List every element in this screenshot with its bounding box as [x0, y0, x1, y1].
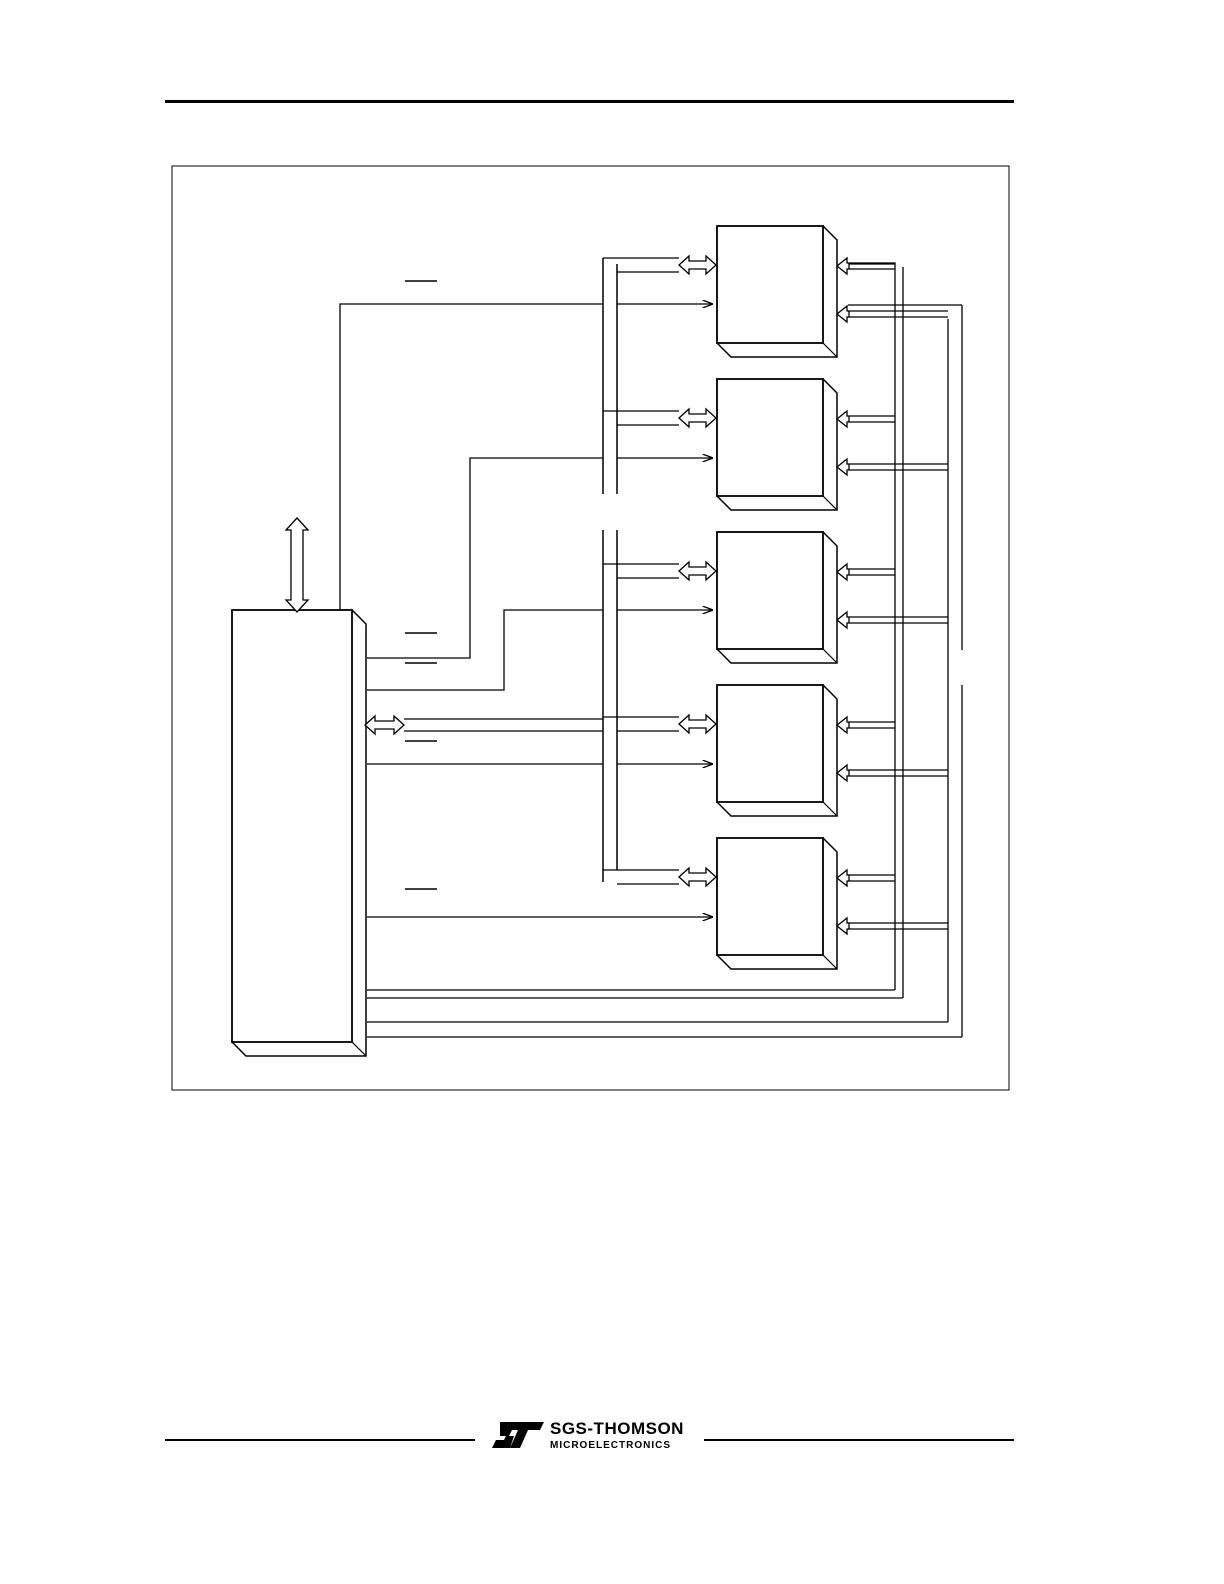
memory-block-2-face [716, 378, 824, 497]
bus-arrow-3 [678, 560, 717, 582]
bus-arrow-1 [678, 254, 717, 276]
return-lines [367, 262, 963, 1038]
data-bus-lines [364, 254, 717, 888]
bus-arrow-5 [678, 866, 717, 888]
memory-block-4-face [716, 684, 824, 803]
memory-block-1-face [716, 225, 824, 344]
memory-block-3 [715, 530, 838, 664]
memory-block-3-edge [822, 648, 838, 664]
ctl-top-vertical [339, 303, 603, 610]
input-arrow-a-5 [835, 868, 850, 888]
ctl-3 [367, 609, 603, 691]
input-arrow-a-1 [835, 256, 850, 276]
input-arrow-b-4 [835, 763, 850, 783]
input-arrow-a-2 [835, 409, 850, 429]
input-arrow-b-5 [835, 916, 850, 936]
input-arrow-b-1 [835, 304, 850, 324]
memory-block-4 [715, 683, 838, 817]
controller-face [231, 609, 353, 1043]
memory-block-5 [715, 836, 838, 970]
input-arrow-b-3 [835, 610, 850, 630]
company-logo: SGS-THOMSON MICROELECTRONICS [490, 1418, 695, 1458]
signal-overbars [405, 280, 437, 890]
figure-frame [171, 165, 1010, 1091]
footer-rule-right [704, 1439, 1014, 1441]
controller-block [231, 608, 367, 1057]
bus-arrow-2 [678, 407, 717, 429]
memory-block-5-face [716, 837, 824, 956]
input-arrow-b-2 [835, 457, 850, 477]
footer-rule-left [165, 1439, 475, 1441]
controller [231, 608, 367, 1057]
memory-blocks [715, 224, 850, 970]
controller-bus-arrow [364, 714, 405, 736]
header-rule [165, 100, 1014, 103]
memory-block-2-edge [822, 495, 838, 511]
bus-arrow-4 [678, 713, 717, 735]
external-bus-arrow-shape [284, 517, 310, 613]
input-arrow-a-4 [835, 715, 850, 735]
company-name: SGS-THOMSON [550, 1419, 684, 1438]
controller-edge [351, 1041, 367, 1057]
memory-block-2 [715, 377, 838, 511]
memory-block-3-face [716, 531, 824, 650]
control-lines [339, 303, 713, 917]
company-subtitle: MICROELECTRONICS [550, 1440, 671, 1451]
memory-block-1 [715, 224, 838, 358]
external-bus-arrow [284, 517, 310, 613]
ctl-2 [367, 457, 603, 659]
memory-block-5-edge [822, 954, 838, 970]
st-logo-icon [492, 1422, 544, 1448]
memory-block-4-edge [822, 801, 838, 817]
memory-block-1-edge [822, 342, 838, 358]
input-arrow-a-3 [835, 562, 850, 582]
